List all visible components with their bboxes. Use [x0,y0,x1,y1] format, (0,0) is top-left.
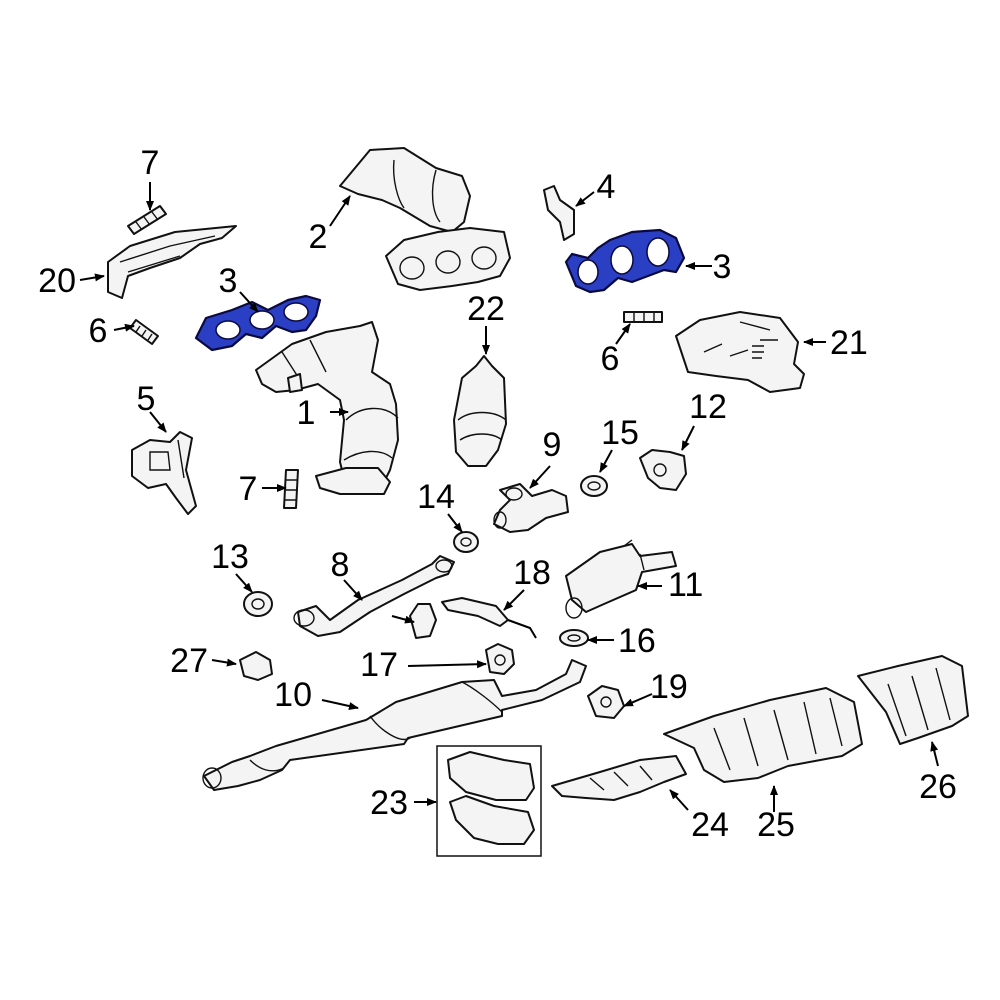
callout-22: 22 [467,290,505,328]
callout-15: 15 [601,414,639,452]
callout-25: 25 [757,806,795,844]
callout-6-left: 6 [89,312,108,350]
callout-3-left: 3 [219,262,238,300]
gasket-ring-14[interactable] [453,531,479,553]
stud-7-lower[interactable] [283,469,299,509]
callout-9: 9 [543,426,562,464]
stud-6-right[interactable] [623,311,663,323]
manifold-converter-2[interactable] [339,147,511,291]
leader-lines [79,182,939,812]
callout-10: 10 [274,676,312,714]
heat-insulator-20[interactable] [107,225,237,299]
heat-insulator-26[interactable] [857,655,969,745]
callout-7-top: 7 [141,144,160,182]
callout-16: 16 [618,622,656,660]
intermediate-pipe-8[interactable] [293,555,455,637]
exhaust-manifold-gasket-right[interactable] [564,228,686,294]
callout-26: 26 [919,768,957,806]
callout-11: 11 [668,566,703,604]
gasket-16[interactable] [559,629,589,647]
exhaust-manifold-gasket-left[interactable] [194,294,322,352]
callout-17: 17 [360,646,398,684]
callout-20: 20 [38,262,76,300]
stud-6-left[interactable] [129,319,159,345]
callout-27: 27 [170,642,208,680]
callout-6-right: 6 [601,340,620,378]
callout-8: 8 [331,546,350,584]
callout-19: 19 [650,668,688,706]
heat-insulator-24[interactable] [551,755,687,801]
gasket-ring-15[interactable] [580,475,608,497]
gasket-ring-13[interactable] [243,591,273,617]
heat-insulator-21[interactable] [675,311,805,393]
callout-3-right: 3 [713,248,732,286]
center-pipe-10[interactable] [202,659,587,791]
callout-24: 24 [691,806,729,844]
manifold-converter-1[interactable] [255,321,399,495]
callout-23: 23 [370,784,408,822]
callout-1: 1 [297,394,316,432]
bracket-5[interactable] [131,431,197,515]
callout-4: 4 [597,168,616,206]
callout-7-lower: 7 [239,470,258,508]
callout-14: 14 [417,478,455,516]
callout-5: 5 [137,380,156,418]
hanger-19[interactable] [587,685,625,719]
front-pipe-9[interactable] [493,483,569,533]
heat-insulator-25[interactable] [663,687,863,783]
callout-12: 12 [689,388,727,426]
muffler-11[interactable] [565,539,677,619]
callout-18: 18 [513,554,551,592]
bracket-cable-18[interactable] [441,597,537,639]
converter-22[interactable] [453,355,507,467]
hanger-12[interactable] [639,449,687,491]
callout-13: 13 [211,538,249,576]
hanger-27[interactable] [239,651,273,681]
callout-labels: 1 2 3 3 4 5 6 6 7 7 8 9 10 11 12 13 14 1… [38,144,957,844]
stud-7-top[interactable] [127,205,167,235]
inset-box-23 [436,745,542,857]
hanger-17-lower[interactable] [485,643,515,675]
hanger-17-upper[interactable] [409,603,437,639]
callout-2: 2 [309,218,328,256]
bracket-4[interactable] [543,185,575,241]
callout-21: 21 [830,324,868,362]
